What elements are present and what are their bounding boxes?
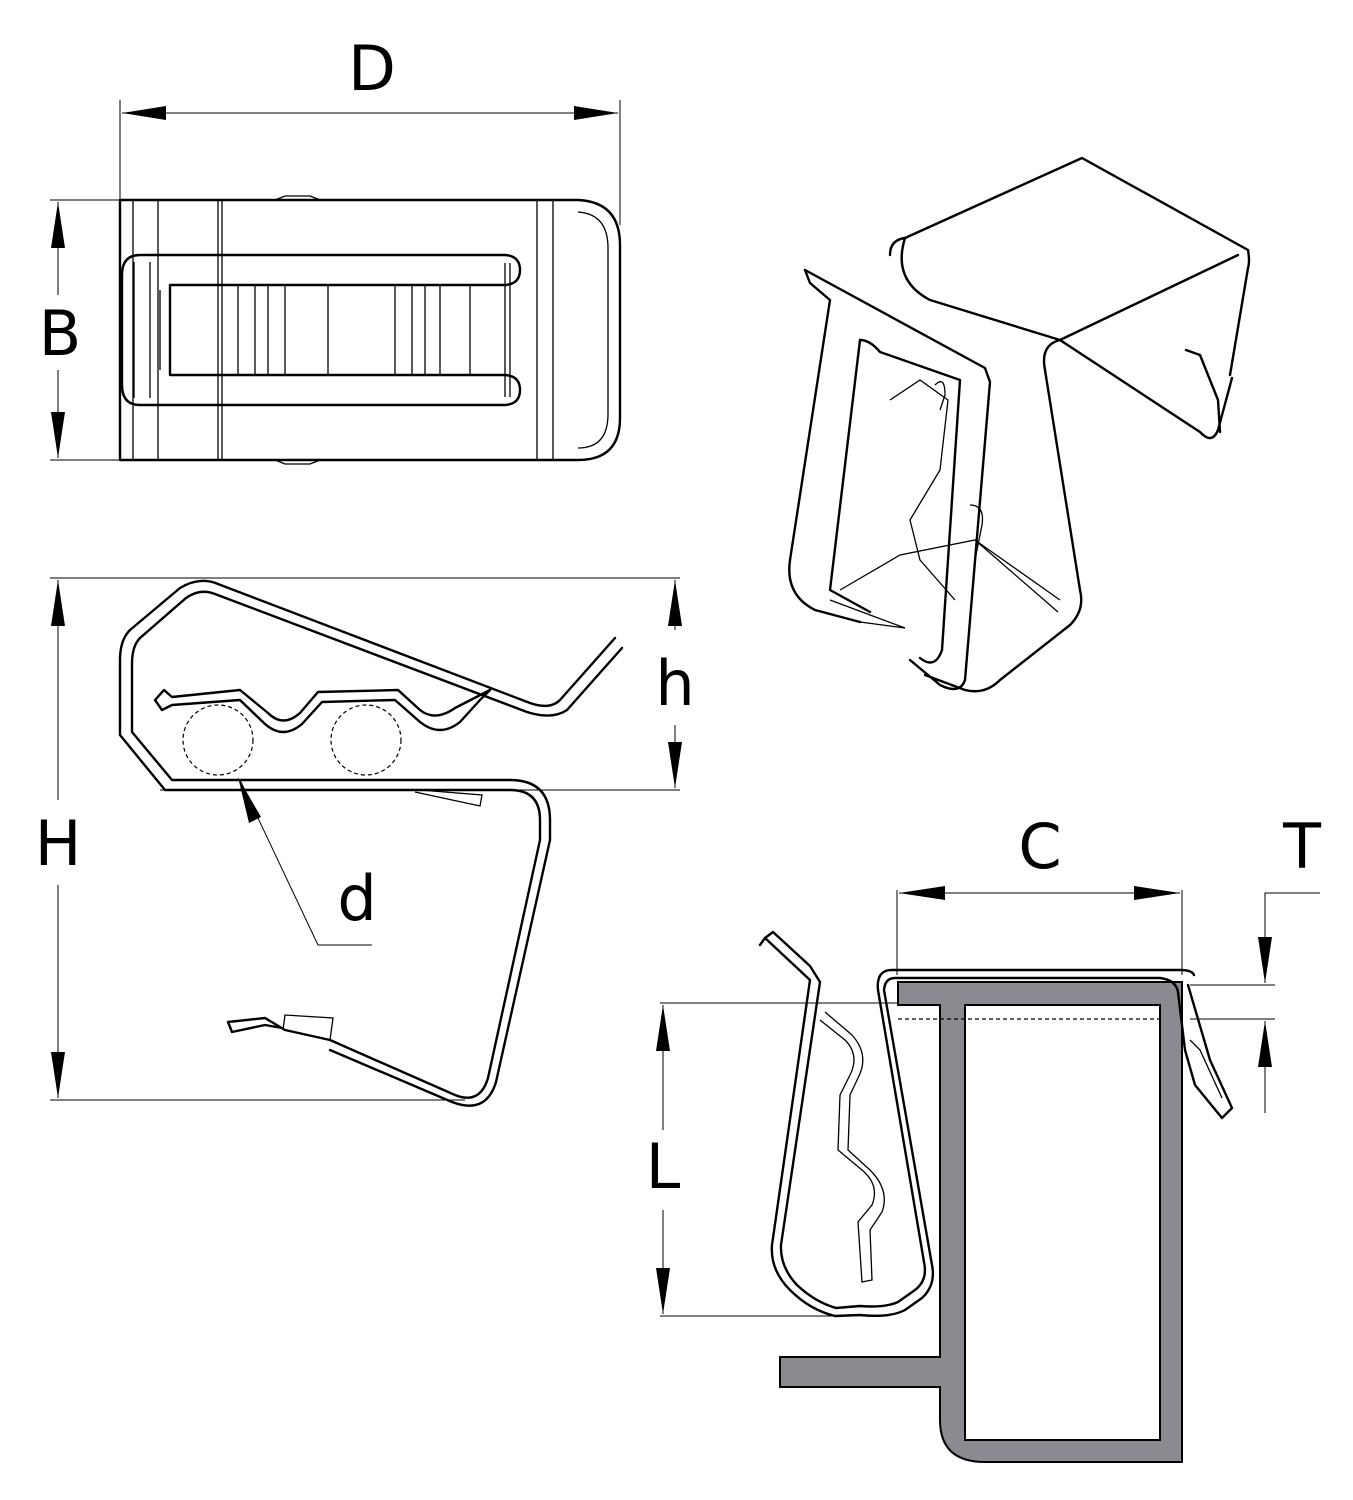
dimension-d: d bbox=[238, 777, 377, 946]
section-view: C T L bbox=[646, 810, 1322, 1463]
side-view: H h d bbox=[35, 577, 695, 1107]
top-view: D B bbox=[39, 32, 622, 465]
dimension-H: H bbox=[35, 580, 82, 1098]
label-H: H bbox=[35, 807, 82, 880]
dimension-T: T bbox=[1190, 810, 1322, 1113]
label-C: C bbox=[1018, 810, 1061, 883]
dimension-B: B bbox=[39, 202, 82, 458]
dimension-C: C bbox=[896, 810, 1183, 975]
cable-circle bbox=[182, 704, 254, 776]
dimension-D: D bbox=[122, 32, 618, 120]
clip-side-profile bbox=[118, 579, 617, 1099]
label-d: d bbox=[337, 862, 376, 935]
label-T: T bbox=[1282, 810, 1322, 883]
cable-circle bbox=[330, 704, 402, 776]
dimension-h: h bbox=[655, 580, 695, 788]
label-L: L bbox=[646, 1130, 681, 1203]
isometric-view bbox=[788, 156, 1251, 693]
label-B: B bbox=[39, 297, 82, 370]
clip-spring-wave bbox=[153, 688, 492, 734]
clip-section-outline bbox=[758, 936, 1234, 1318]
label-h: h bbox=[655, 647, 694, 720]
label-D: D bbox=[348, 32, 396, 105]
clip-top-outline bbox=[118, 198, 622, 462]
